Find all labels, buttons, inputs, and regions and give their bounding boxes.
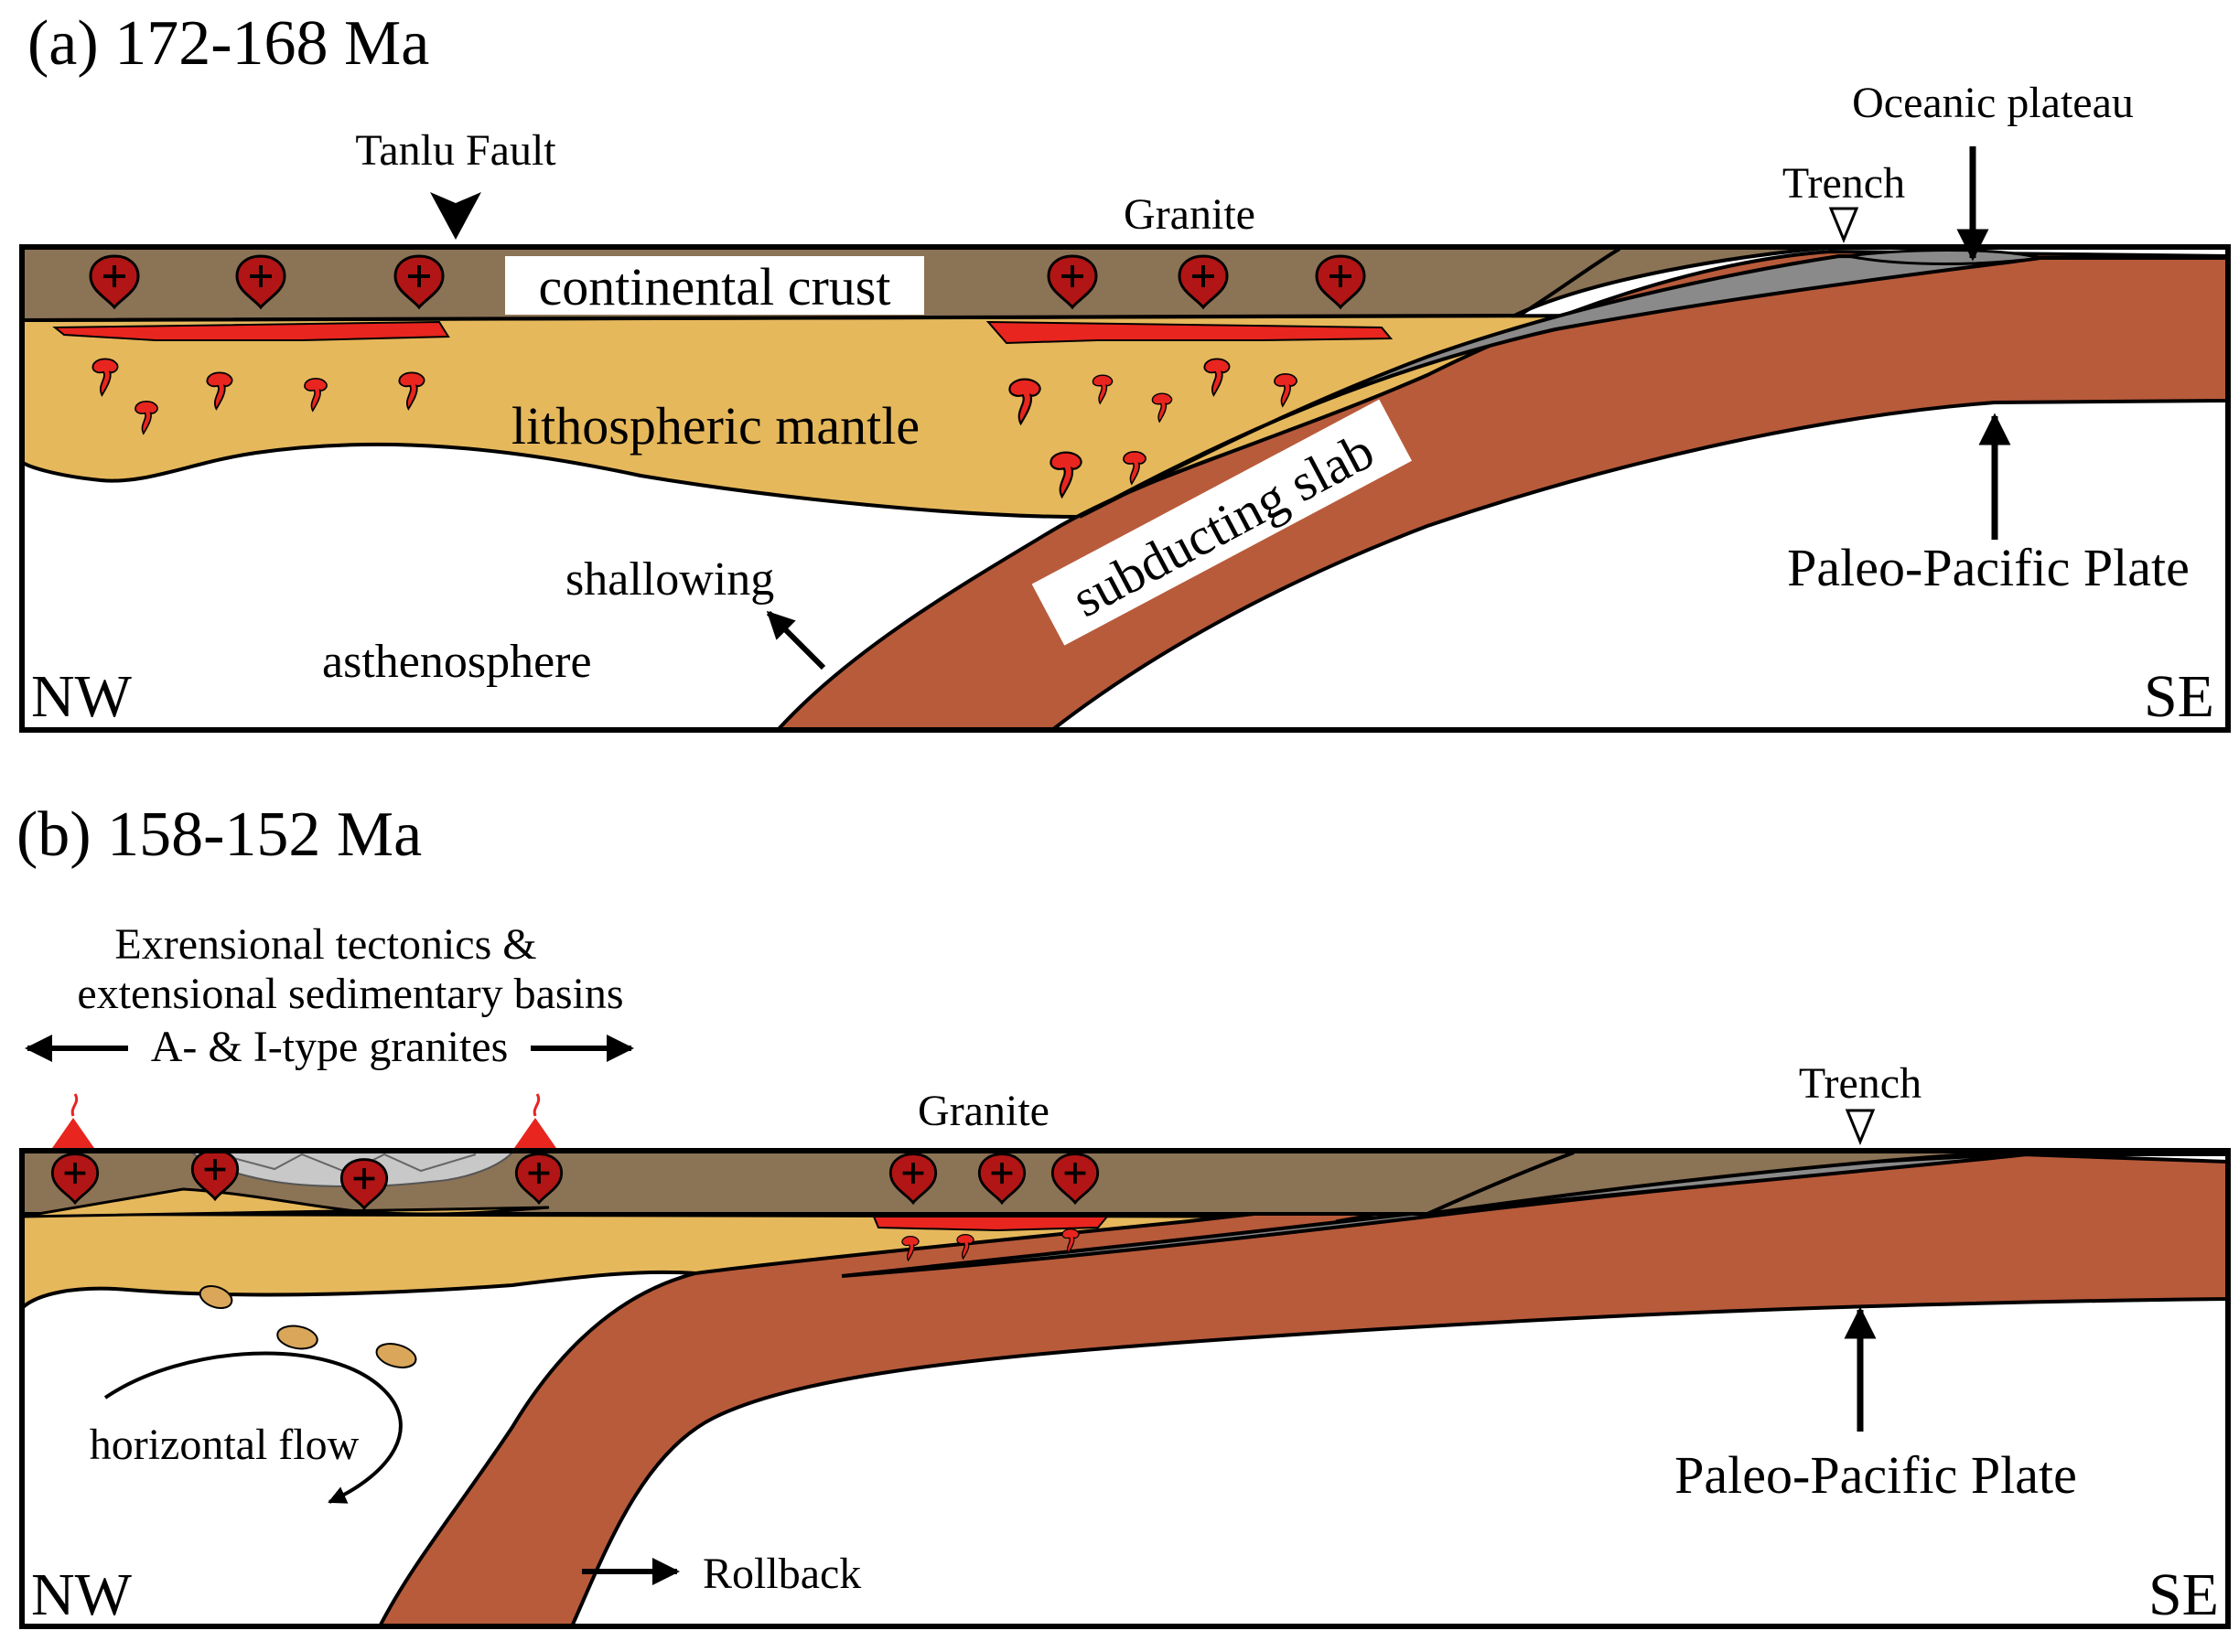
volcano-right-icon xyxy=(512,1118,558,1151)
panel-a-se-label: SE xyxy=(2144,663,2214,730)
panel-b-extensional-line1: Exrensional tectonics & xyxy=(114,920,536,969)
panel-a-granite-label: Granite xyxy=(1124,190,1255,239)
panel-b-granite-types: A- & I-type granites xyxy=(151,1023,509,1071)
panel-b-mantle-fragments xyxy=(199,1284,417,1368)
panel-b-horizontal-flow-arrow xyxy=(103,1351,403,1504)
panel-b-section xyxy=(22,1151,2228,1626)
panel-a-tanlu-fault-marker xyxy=(430,192,481,240)
panel-b: (b) 158-152 Ma Exrensional tectonics & e… xyxy=(16,799,2231,1629)
panel-b-volcanoes xyxy=(50,1093,558,1151)
panel-a-tanlu-fault-label: Tanlu Fault xyxy=(355,126,556,175)
panel-a-lithospheric-mantle-label: lithospheric mantle xyxy=(511,396,920,456)
panel-a-shallowing-arrow xyxy=(766,610,826,670)
panel-a: (a) 172-168 Ma xyxy=(19,8,2231,733)
panel-b-trench-marker xyxy=(1845,1109,1876,1145)
panel-b-horizontal-flow-label: horizontal flow xyxy=(90,1421,360,1469)
panel-b-rollback-label: Rollback xyxy=(703,1550,861,1598)
panel-b-granite-label: Granite xyxy=(918,1087,1050,1135)
panel-a-nw-label: NW xyxy=(31,663,133,730)
panel-b-nw-label: NW xyxy=(31,1561,133,1628)
panel-a-oceanic-plateau-label: Oceanic plateau xyxy=(1852,79,2134,127)
panel-a-title: (a) 172-168 Ma xyxy=(27,8,429,79)
panel-a-section xyxy=(22,247,2228,730)
panel-a-magma-sill-left xyxy=(52,320,450,341)
panel-b-paleo-pacific-label: Paleo-Pacific Plate xyxy=(1674,1445,2077,1505)
panel-b-se-label: SE xyxy=(2148,1561,2219,1628)
panel-a-continental-crust-label: continental crust xyxy=(539,257,891,316)
panel-a-trench-marker xyxy=(1828,207,1859,243)
panel-a-crust-label-box xyxy=(505,256,924,315)
panel-b-trench-label: Trench xyxy=(1799,1059,1921,1108)
panel-b-magma-sill xyxy=(872,1216,1110,1232)
panel-a-trench-label: Trench xyxy=(1782,159,1905,208)
panel-b-extensional-line2: extensional sedimentary basins xyxy=(77,970,623,1018)
panel-a-magma-sill-right xyxy=(985,320,1394,345)
panel-a-shallowing-label: shallowing xyxy=(565,553,774,606)
panel-b-title: (b) 158-152 Ma xyxy=(16,799,422,870)
panel-a-frame xyxy=(19,244,2231,733)
panel-a-asthenosphere-label: asthenosphere xyxy=(322,636,592,688)
panel-a-oceanic-plateau-body xyxy=(1847,249,2041,265)
panel-b-frame xyxy=(19,1148,2231,1629)
volcano-left-icon xyxy=(50,1118,96,1151)
panel-a-paleo-pacific-label: Paleo-Pacific Plate xyxy=(1787,538,2190,597)
